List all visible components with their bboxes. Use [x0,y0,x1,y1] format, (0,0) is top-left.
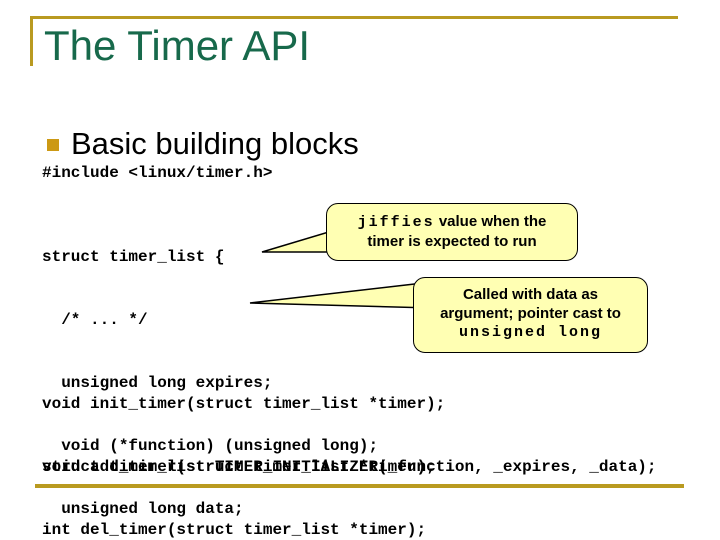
code-include-line: #include <linux/timer.h> [42,164,273,182]
bottom-rule [35,484,684,488]
callout-expires-line2: timer is expected to run [367,233,537,250]
code-timer-block: void add_timer(struct timer_list *timer)… [42,415,436,540]
code-line: unsigned long data; [42,500,244,518]
code-line: unsigned long expires; [42,374,273,392]
code-struct-block: struct timer_list { /* ... */ unsigned l… [42,205,378,540]
code-line: void init_timer(struct timer_list *timer… [42,395,446,413]
callout-expires: jiffies value when the timer is expected… [326,203,578,261]
callout-expires-code: jiffies [357,214,435,231]
code-line: void (*function) (unsigned long); [42,437,379,455]
bullet-label: Basic building blocks [71,126,359,161]
callout-data-line1: Called with data as [462,286,599,303]
code-line: /* ... */ [42,311,148,329]
callout-data: Called with data as argument; pointer ca… [413,277,648,353]
title-accent-bar [30,16,33,66]
callout-data-code: unsigned long [458,324,603,341]
bullet-square-icon [47,139,59,151]
code-line: int del_timer(struct timer_list *timer); [42,521,427,539]
callout-expires-line1: jiffies value when the [327,212,577,232]
callout-data-line2: argument; pointer cast to [440,305,621,322]
code-line: void add_timer(struct timer_list *timer)… [42,458,436,476]
page-title: The Timer API [44,22,311,69]
code-line: struct timer_list { [42,248,225,266]
code-init-block: void init_timer(struct timer_list *timer… [42,352,657,520]
callout-expires-text: value when the [434,213,547,230]
code-line: struct timer_list TIMER_INITIALIZER(_fun… [42,458,657,476]
top-rule [30,16,678,19]
